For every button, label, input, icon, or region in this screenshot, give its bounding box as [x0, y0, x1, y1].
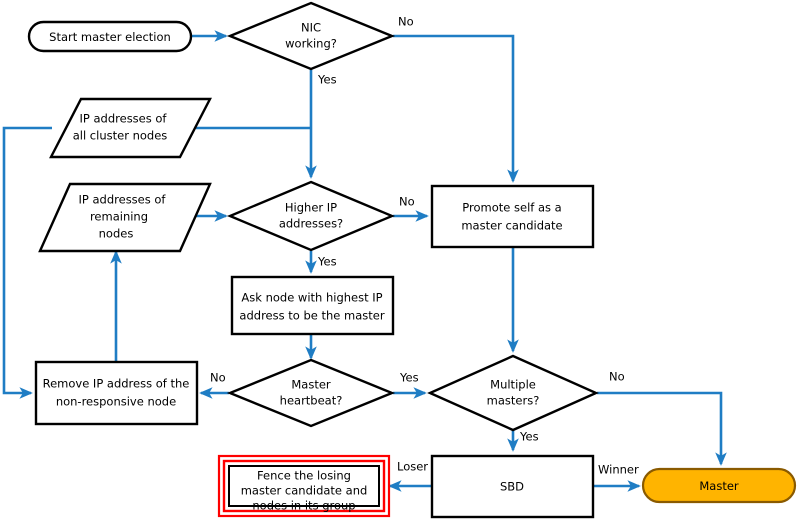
node-higherip-label-line2: addresses?: [279, 217, 343, 231]
edge-label-heartbeat-no: No: [210, 371, 226, 385]
node-higherip-label-line1: Higher IP: [285, 201, 337, 215]
node-remove-ip-address[interactable]: Remove IP address of the non-responsive …: [34, 360, 199, 426]
node-ipremaining-label-line3: nodes: [99, 227, 134, 241]
node-promote-self-master-candidate[interactable]: Promote self as a master candidate: [430, 184, 595, 249]
node-removeip-label-line2: non-responsive node: [56, 395, 176, 409]
node-higher-ip-addresses[interactable]: Higher IP addresses?: [226, 180, 396, 252]
node-ipall-label-line1: IP addresses of: [80, 112, 168, 126]
node-promote-label-line1: Promote self as a: [462, 201, 561, 215]
edge-label-higherip-yes: Yes: [317, 255, 337, 269]
node-ipall-label-line2: all cluster nodes: [73, 129, 168, 143]
node-asknode-label-line1: Ask node with highest IP: [241, 291, 382, 305]
node-master[interactable]: Master: [641, 467, 797, 504]
node-asknode-label-line2: address to be the master: [239, 309, 384, 323]
node-ip-addresses-remaining-nodes[interactable]: IP addresses of remaining nodes: [38, 182, 212, 253]
node-start-master-election[interactable]: Start master election: [27, 20, 193, 53]
node-master-heartbeat[interactable]: Master heartbeat?: [226, 358, 396, 428]
node-sbd[interactable]: SBD: [430, 454, 595, 519]
edge-label-higherip-no: No: [399, 195, 415, 209]
edge-labels: No Yes No Yes No Yes No Yes Loser Winner: [210, 15, 639, 477]
node-ipremaining-label-line1: IP addresses of: [79, 193, 167, 207]
node-fence-label-line1: Fence the losing: [257, 469, 351, 483]
edge-label-heartbeat-yes: Yes: [399, 371, 419, 385]
node-master-label: Master: [699, 479, 739, 493]
node-ipremaining-label-line2: remaining: [90, 210, 148, 224]
node-multiple-masters[interactable]: Multiple masters?: [427, 354, 599, 432]
node-multiple-label-line1: Multiple: [490, 378, 536, 392]
edge-label-nic-yes: Yes: [317, 73, 337, 87]
node-nic-working[interactable]: NIC working?: [226, 1, 396, 71]
node-start-label: Start master election: [49, 30, 171, 44]
node-ask-node-highest-ip[interactable]: Ask node with highest IP address to be t…: [230, 275, 395, 336]
edge-left-return-trunk: [2, 126, 52, 399]
edge-multiple-no: [597, 391, 727, 466]
connectors: [2, 30, 727, 492]
node-nic-label-line1: NIC: [301, 21, 321, 35]
node-ip-addresses-all-cluster-nodes[interactable]: IP addresses of all cluster nodes: [49, 97, 212, 159]
node-sbd-label: SBD: [500, 480, 524, 494]
node-fence-label-line2: master candidate and: [241, 484, 368, 498]
node-heartbeat-label-line2: heartbeat?: [280, 394, 343, 408]
edge-label-multiple-yes: Yes: [519, 430, 539, 444]
node-fence-losing-master[interactable]: Fence the losing master candidate and no…: [217, 454, 391, 518]
node-fence-label-line3: nodes in its group: [252, 499, 355, 513]
node-promote-label-line2: master candidate: [461, 219, 562, 233]
node-multiple-label-line2: masters?: [487, 394, 540, 408]
node-removeip-label-line1: Remove IP address of the: [43, 377, 190, 391]
edge-label-nic-no: No: [398, 15, 414, 29]
node-nic-label-line2: working?: [285, 37, 337, 51]
node-heartbeat-label-line1: Master: [291, 378, 331, 392]
edge-nic-no: [393, 34, 519, 183]
edge-label-sbd-loser: Loser: [397, 460, 428, 474]
edge-label-multiple-no: No: [609, 370, 625, 384]
edge-label-sbd-winner: Winner: [598, 463, 639, 477]
